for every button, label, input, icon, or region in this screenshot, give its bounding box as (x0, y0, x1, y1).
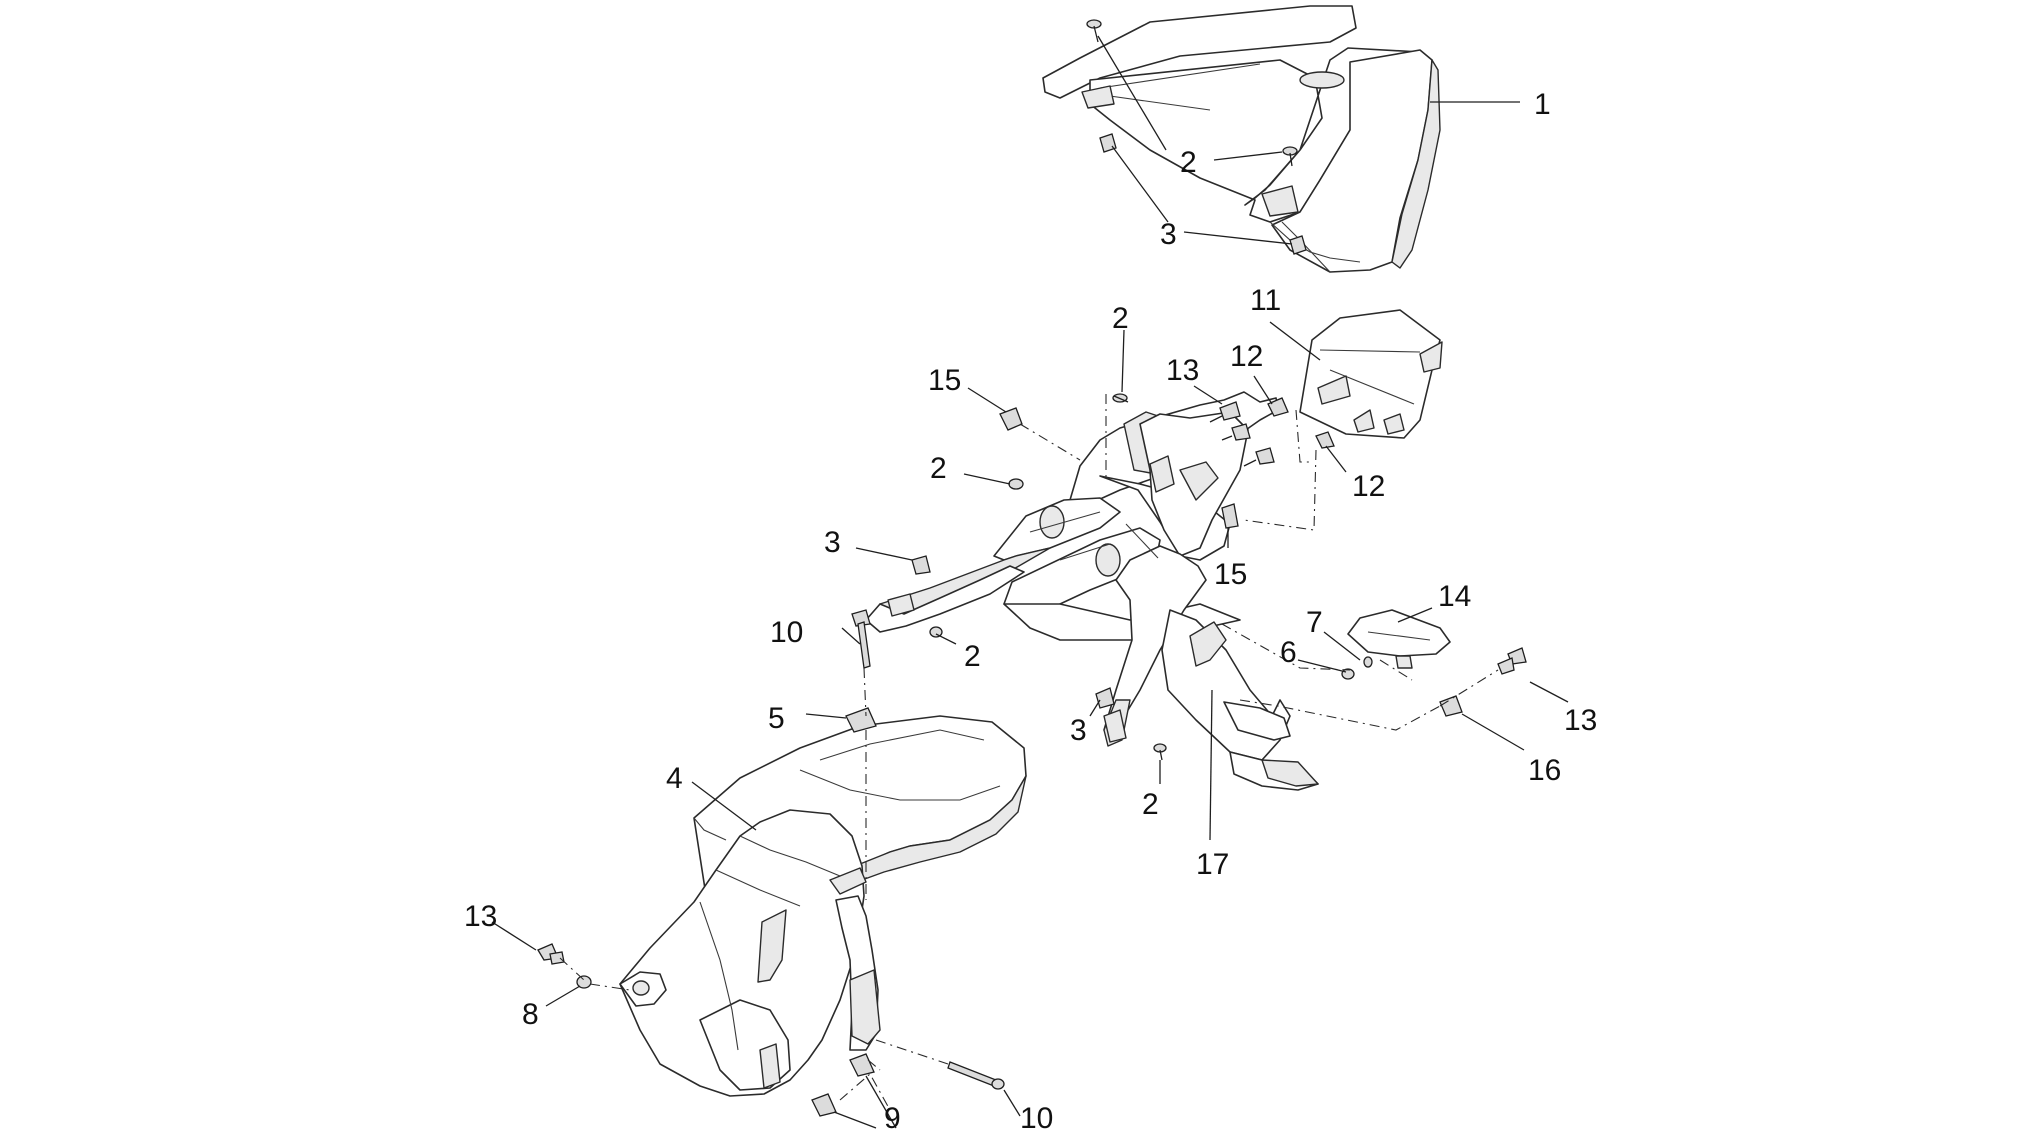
callout-labels: 1 2 3 11 2 13 12 15 12 2 15 3 14 7 10 6 … (464, 88, 1597, 1135)
callout-5: 5 (768, 702, 785, 735)
part-mudguard (619, 715, 1027, 1097)
callout-11: 11 (1250, 284, 1281, 317)
clip-nut-icon (845, 707, 877, 733)
callout-2: 2 (1142, 788, 1159, 821)
callout-13: 13 (464, 900, 497, 933)
clip-nut-icon (1289, 235, 1307, 255)
callout-1: 1 (1534, 88, 1551, 121)
callout-8: 8 (522, 998, 539, 1031)
clip-nut-icon (849, 1053, 875, 1077)
spring-pin-icon (999, 407, 1023, 431)
bolt-icon (1209, 401, 1241, 423)
washer-icon (1341, 668, 1355, 680)
callout-14: 14 (1438, 580, 1471, 613)
callout-12: 12 (1352, 470, 1385, 503)
nut-icon (1363, 656, 1373, 668)
long-bolt-icon (851, 609, 871, 669)
callout-7: 7 (1306, 606, 1323, 639)
callout-3: 3 (1160, 218, 1177, 251)
screw-icon (1112, 393, 1129, 403)
clip-nut-icon (911, 555, 931, 575)
clip-nut-icon (811, 1093, 837, 1117)
callout-9: 9 (884, 1102, 901, 1135)
bolt-icon (1221, 423, 1251, 441)
clip-icon (1267, 397, 1289, 417)
callout-3: 3 (824, 526, 841, 559)
screw-icon (1153, 743, 1167, 761)
callout-3: 3 (1070, 714, 1087, 747)
washer-icon (576, 975, 592, 989)
bolt-icon (1497, 647, 1527, 675)
callout-13: 13 (1564, 704, 1597, 737)
leader-lines (491, 35, 1569, 1129)
callout-4: 4 (666, 762, 683, 795)
callout-15: 15 (1214, 558, 1247, 591)
callout-10: 10 (1020, 1102, 1053, 1135)
part-reflector (1347, 609, 1451, 669)
clip-icon (1315, 431, 1335, 449)
screw-icon (1086, 19, 1102, 43)
callout-15: 15 (928, 364, 961, 397)
long-bolt-icon (947, 1061, 1005, 1090)
callout-2: 2 (930, 452, 947, 485)
callout-2: 2 (1180, 146, 1197, 179)
bolt-icon (1243, 447, 1275, 467)
callout-10: 10 (770, 616, 803, 649)
part-tail-cover (1042, 5, 1441, 273)
clip-icon (1221, 503, 1239, 529)
part-light-housing (1299, 309, 1443, 439)
nut-icon (929, 626, 943, 638)
screw-icon (1282, 146, 1298, 167)
callout-2: 2 (964, 640, 981, 673)
hardware-group (537, 393, 1527, 1117)
callout-6: 6 (1280, 636, 1297, 669)
bolt-icon (537, 943, 565, 965)
callout-2: 2 (1112, 302, 1129, 335)
callout-17: 17 (1196, 848, 1229, 881)
callout-16: 16 (1528, 754, 1561, 787)
clip-nut-icon (1095, 687, 1115, 709)
callout-12: 12 (1230, 340, 1263, 373)
clip-icon (1439, 695, 1463, 717)
clip-nut-icon (1099, 133, 1117, 153)
callout-13: 13 (1166, 354, 1199, 387)
alignment-lines (559, 394, 1499, 1111)
nut-icon (1008, 478, 1024, 490)
